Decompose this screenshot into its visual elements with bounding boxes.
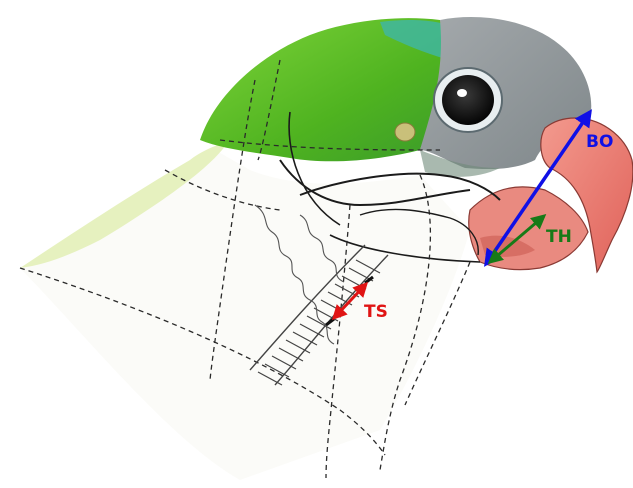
neck-skin xyxy=(20,150,470,480)
ear-opening xyxy=(395,123,415,141)
eye-icon xyxy=(442,75,494,125)
eye-highlight xyxy=(457,89,467,97)
ts-label: TS xyxy=(364,302,388,322)
bo-label: BO xyxy=(586,132,613,152)
th-label: TH xyxy=(546,227,572,247)
